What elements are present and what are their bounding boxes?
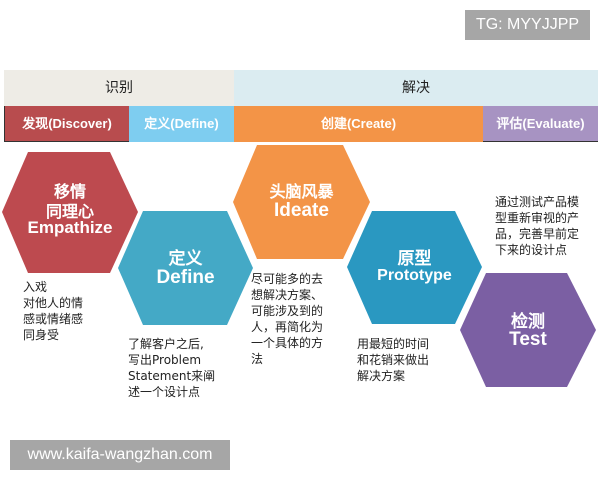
watermark-url: www.kaifa-wangzhan.com (10, 440, 230, 470)
hex-prototype: 原型 Prototype (347, 211, 482, 324)
hex-en: Test (509, 329, 547, 350)
hexagon-shape-icon (118, 211, 253, 325)
hex-en: Prototype (377, 267, 452, 284)
phase-solve: 解决 (234, 70, 598, 106)
note-empathize: 入戏 对他人的情 感或情绪感 同身受 (23, 280, 84, 342)
hex-en: Empathize (27, 218, 113, 237)
hexagon-shape-icon (233, 145, 370, 259)
note-prototype: 用最短的时间 和花销来做出 解决方案 (357, 337, 430, 383)
hex-cn-2: 同理心 (45, 204, 94, 221)
hex-empathize: 移情 同理心 Empathize (2, 152, 138, 273)
stage-define: 定义(Define) (129, 106, 234, 142)
hexagon-shape-icon (347, 211, 482, 324)
hex-cn: 头脑风暴 (269, 184, 334, 201)
phase-identify: 识别 (4, 70, 234, 106)
note-define: 了解客户之后, 写出Problem Statement来阐 述一个设计点 (128, 337, 216, 399)
hex-en: Define (156, 267, 215, 288)
stage-evaluate: 评估(Evaluate) (483, 106, 598, 142)
hex-test: 检测 Test (460, 273, 596, 387)
note-test: 通过测试产品模 型重新审视的产 品，完善早前定 下来的设计点 (495, 195, 580, 257)
note-ideate: 尽可能多的去 想解决方案、 可能涉及到的 人，再简化为 一个具体的方 法 (251, 272, 324, 366)
hexagon-shape-icon (460, 273, 596, 387)
hexagon-shape-icon (2, 152, 138, 273)
hex-cn: 移情 (53, 184, 86, 201)
hex-en: Ideate (274, 200, 329, 221)
tg-badge: TG: MYYJJPP (465, 10, 590, 40)
stage-discover: 发现(Discover) (4, 106, 129, 142)
hex-ideate: 头脑风暴 Ideate (233, 145, 370, 259)
hex-cn: 原型 (397, 249, 432, 268)
hex-define: 定义 Define (118, 211, 253, 325)
hex-cn: 定义 (168, 249, 203, 268)
stage-create: 创建(Create) (234, 106, 483, 142)
hex-cn: 检测 (511, 312, 545, 331)
